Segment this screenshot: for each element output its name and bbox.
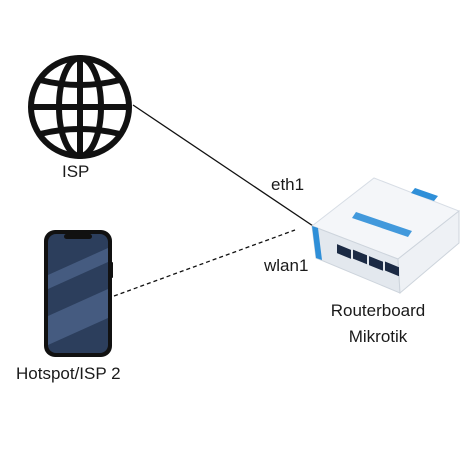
- smartphone-icon: [44, 230, 113, 357]
- router-label-line2: Mikrotik: [348, 327, 408, 346]
- globe-icon: [28, 55, 132, 159]
- wlan1-link-label: wlan1: [264, 256, 309, 275]
- eth1-link-line: [132, 104, 323, 233]
- eth1-link-label: eth1: [271, 175, 305, 194]
- router-icon: [310, 177, 460, 295]
- router-label: Routerboard Mikrotik: [318, 298, 438, 350]
- isp-label: ISP: [62, 162, 90, 181]
- hotspot-label: Hotspot/ISP 2: [16, 364, 121, 383]
- router-label-line1: Routerboard: [330, 301, 426, 320]
